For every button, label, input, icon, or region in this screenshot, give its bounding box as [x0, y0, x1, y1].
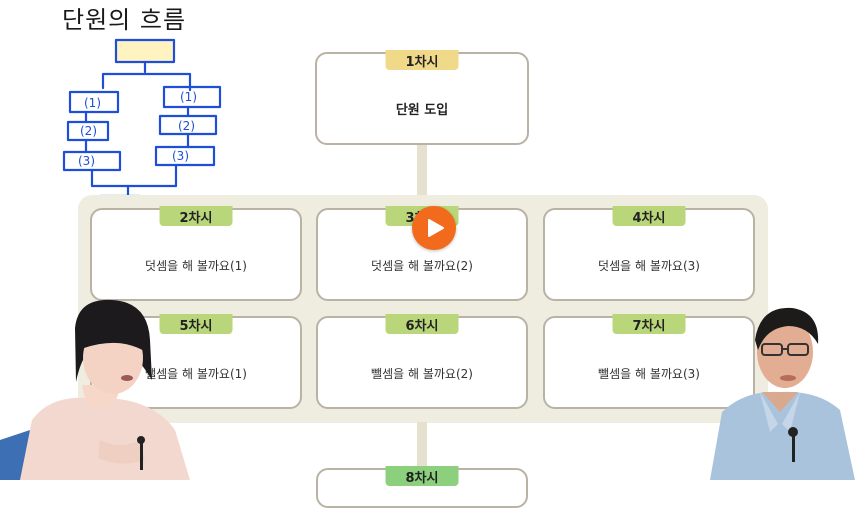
- lesson-tab: 2차시: [160, 206, 233, 226]
- lesson-label: 덧셈을 해 볼까요(2): [371, 257, 473, 274]
- lesson-card-1[interactable]: 1차시 단원 도입: [315, 52, 529, 145]
- lesson-label: 덧셈을 해 볼까요(3): [598, 257, 700, 274]
- lesson-label: 뺄셈을 해 볼까요(3): [598, 365, 700, 382]
- presenter-video-left: [0, 290, 200, 480]
- lesson-label: 뺄셈을 해 볼까요(2): [371, 365, 473, 382]
- sketch-label: (3): [78, 154, 95, 168]
- presenter-video-right: [700, 300, 860, 480]
- lesson-tab: 4차시: [613, 206, 686, 226]
- play-button[interactable]: [412, 206, 456, 250]
- connector-line: [417, 422, 427, 472]
- lesson-card-8[interactable]: 8차시: [316, 468, 528, 508]
- play-icon: [427, 218, 445, 238]
- lesson-tab: 6차시: [386, 314, 459, 334]
- lesson-card-4[interactable]: 4차시 덧셈을 해 볼까요(3): [543, 208, 755, 301]
- sketch-label: (3): [172, 149, 189, 163]
- sketch-label: (1): [180, 90, 197, 104]
- lesson-label: 단원 도입: [396, 99, 448, 118]
- lesson-label: 덧셈을 해 볼까요(1): [145, 257, 247, 274]
- lesson-card-6[interactable]: 6차시 뺄셈을 해 볼까요(2): [316, 316, 528, 409]
- sketch-label: (1): [84, 96, 101, 110]
- lesson-tab: 7차시: [613, 314, 686, 334]
- lesson-tab: 1차시: [386, 50, 459, 70]
- sketch-label: (2): [178, 119, 195, 133]
- lesson-tab: 8차시: [386, 466, 459, 486]
- lesson-card-2[interactable]: 2차시 덧셈을 해 볼까요(1): [90, 208, 302, 301]
- sketch-label: (2): [80, 124, 97, 138]
- connector-line: [417, 145, 427, 197]
